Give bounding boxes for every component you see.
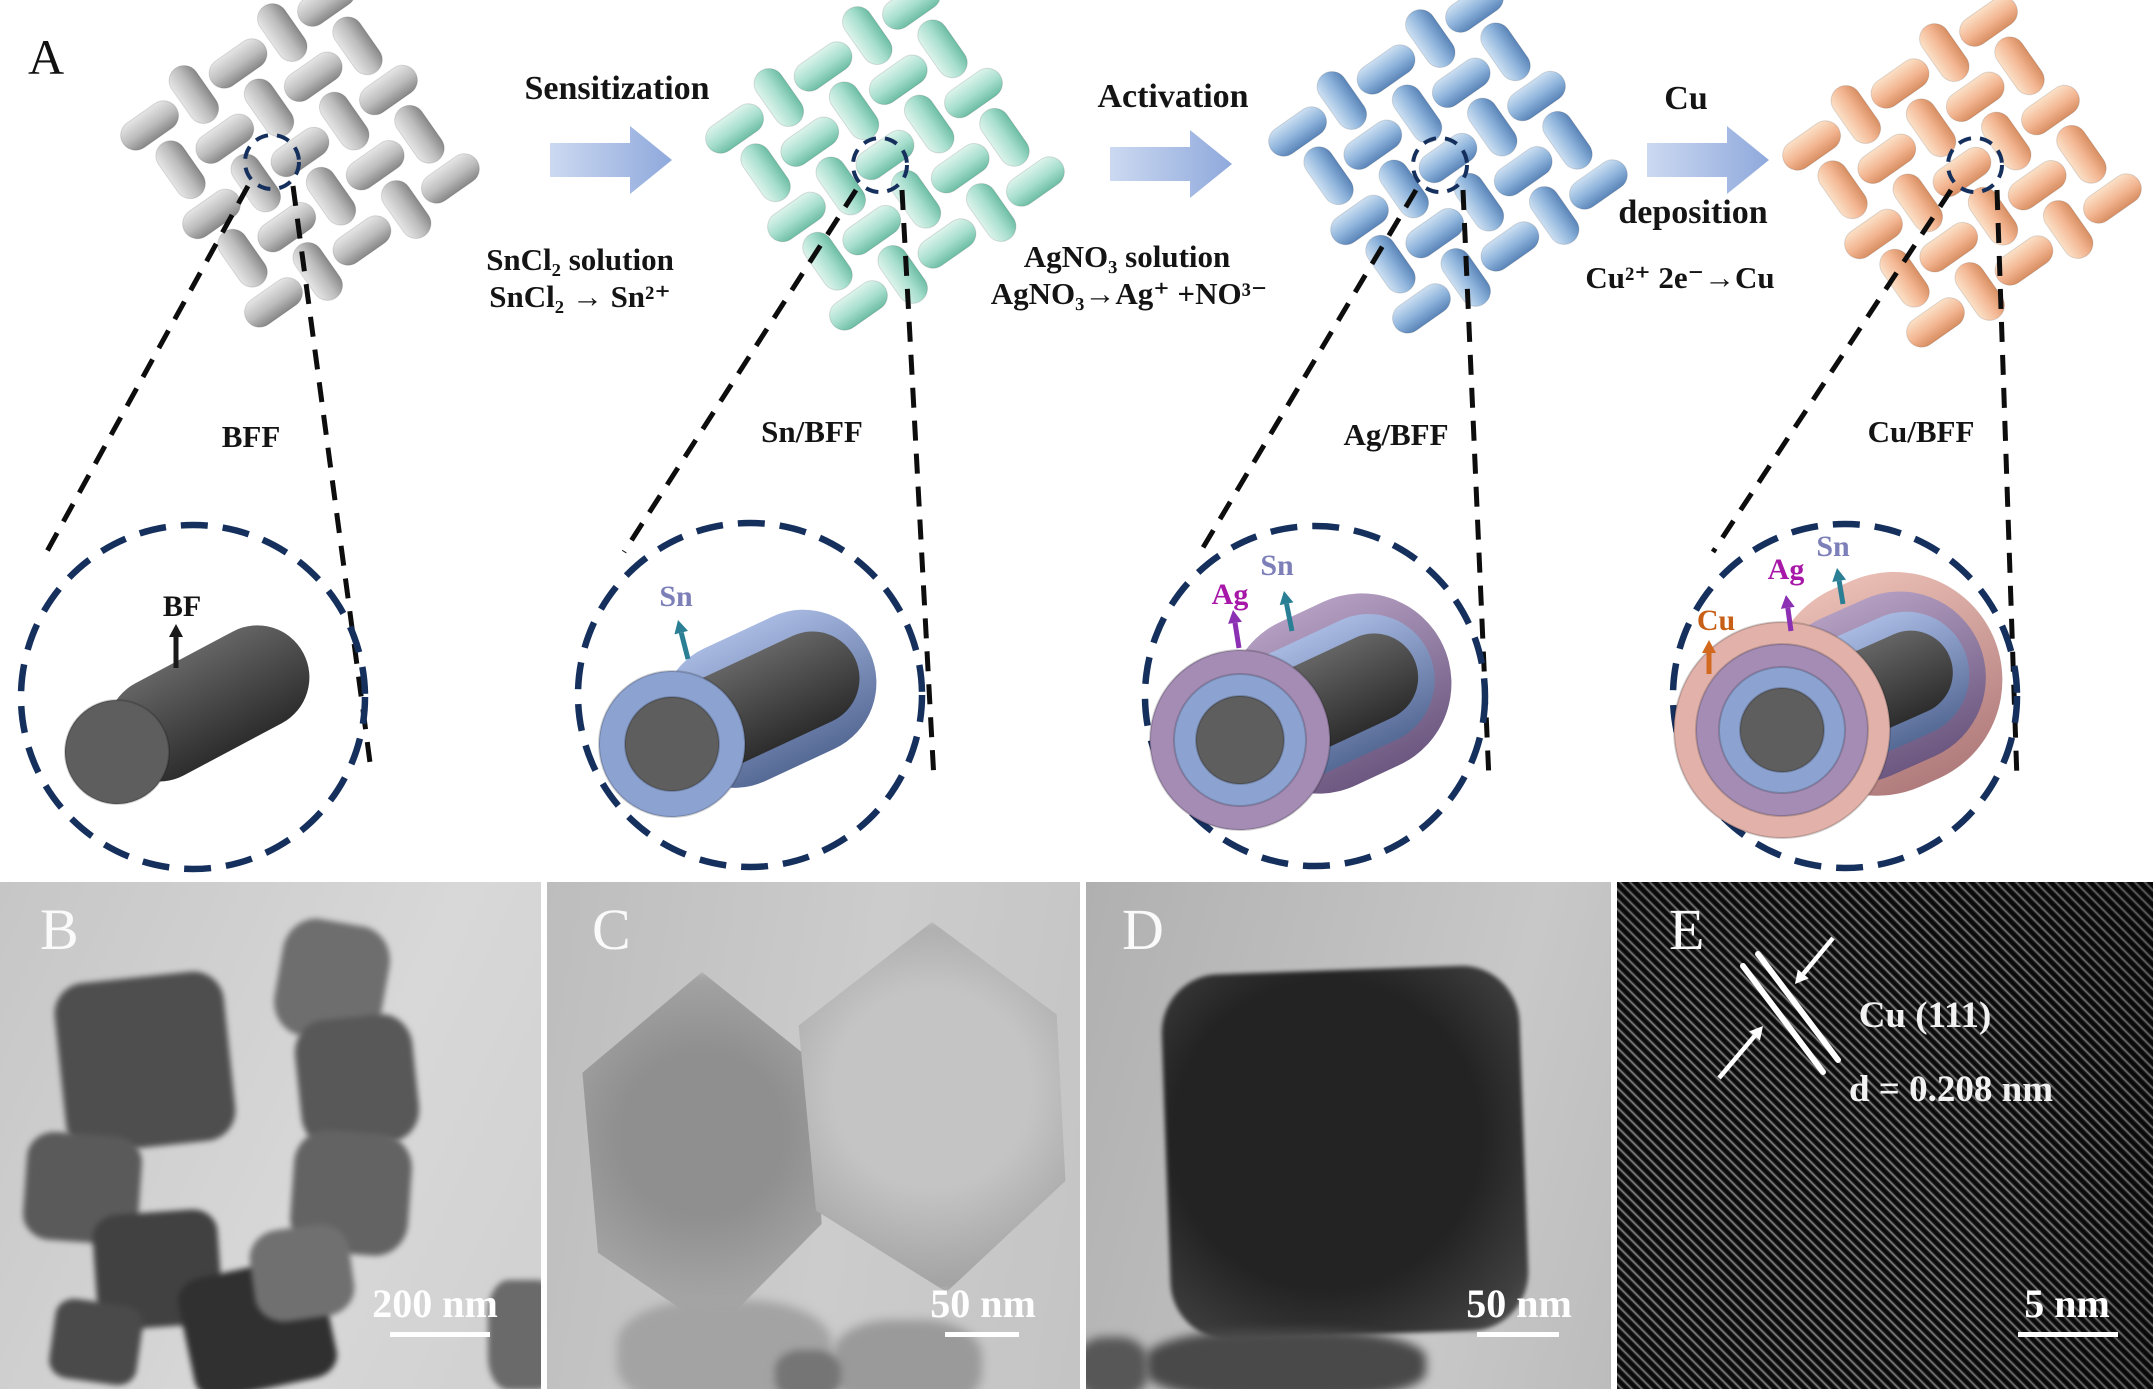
panel-c-label: C bbox=[592, 897, 631, 962]
fabric-weave bbox=[1268, 0, 1628, 334]
process-arrow bbox=[1110, 130, 1232, 198]
step-label-ag-bff: Ag/BFF bbox=[1343, 417, 1449, 452]
fabric-weave bbox=[120, 0, 480, 328]
inset1-bf-label: BF bbox=[162, 590, 202, 623]
magnifier-connector-line bbox=[621, 188, 859, 554]
nanoparticle bbox=[775, 1350, 841, 1389]
zoom-source-circle bbox=[851, 136, 909, 194]
panel-d-label: D bbox=[1122, 897, 1164, 962]
fabric-weave bbox=[705, 0, 1065, 331]
inset-circle bbox=[574, 519, 926, 871]
fiber-cross-section bbox=[1673, 571, 2003, 839]
lattice-pointer-arrow bbox=[1717, 1026, 1763, 1080]
process-1-line1: SnCl₂ solution bbox=[486, 242, 674, 277]
panel-e-label: E bbox=[1669, 897, 1705, 962]
nanoparticle bbox=[1146, 1330, 1426, 1389]
inset-circle bbox=[1669, 520, 2021, 872]
nanoparticle bbox=[798, 922, 1066, 1292]
tem-panel-c: C 50 nm bbox=[547, 882, 1080, 1389]
lattice-annotation bbox=[1717, 936, 1841, 1080]
process-3-subtitle: deposition bbox=[1618, 194, 1768, 231]
process-3-line2: Cu²⁺ 2e⁻→Cu bbox=[1585, 260, 1775, 295]
panel-c-scale-bar bbox=[945, 1332, 1019, 1337]
process-1-line2: SnCl₂ → Sn²⁺ bbox=[489, 279, 671, 314]
magnifier-connector-line bbox=[42, 184, 251, 557]
nanoparticle bbox=[51, 968, 239, 1156]
inset-circle bbox=[1141, 522, 1489, 870]
process-3-title: Cu bbox=[1664, 80, 1708, 117]
tem-panel-b: B 200 nm bbox=[0, 882, 541, 1389]
panel-c-scale-text: 50 nm bbox=[930, 1281, 1036, 1326]
tem-panel-e: E Cu (111) d = 0.208 nm 5 nm bbox=[1617, 882, 2153, 1389]
panel-e-scale-bar bbox=[2018, 1332, 2118, 1337]
inset-label-arrow bbox=[169, 624, 183, 668]
inset-label-arrow bbox=[674, 620, 691, 660]
process-2-line1: AgNO₃ solution bbox=[1023, 239, 1231, 274]
nanoparticle bbox=[582, 972, 822, 1332]
process-schematic bbox=[17, 0, 2142, 873]
panel-d-scale-text: 50 nm bbox=[1466, 1281, 1572, 1326]
zoom-source-circle bbox=[1411, 136, 1469, 194]
inset-label-arrow bbox=[1228, 610, 1242, 649]
fiber-cross-section bbox=[1149, 593, 1452, 831]
inset-label-arrow bbox=[1780, 595, 1795, 632]
magnifier-connector-line bbox=[1710, 188, 1954, 554]
inset4-cu-label: Cu bbox=[1696, 604, 1736, 637]
inset3-sn-label: Sn bbox=[1260, 549, 1294, 582]
process-arrow bbox=[1647, 126, 1769, 194]
nanoparticle bbox=[832, 1320, 982, 1389]
panel-b-label: B bbox=[40, 897, 79, 962]
step-label-bff: BFF bbox=[221, 419, 281, 454]
step-label-cu-bff: Cu/BFF bbox=[1867, 414, 1975, 449]
inset4-ag-label: Ag bbox=[1767, 553, 1805, 586]
process-1-title: Sensitization bbox=[524, 70, 710, 107]
nanoparticle bbox=[246, 1220, 358, 1326]
panel-b-scale-text: 200 nm bbox=[372, 1281, 498, 1326]
fabric-weave bbox=[1782, 0, 2142, 348]
nanoparticle bbox=[291, 1011, 423, 1151]
tem-panel-d: D 50 nm bbox=[1086, 882, 1611, 1389]
inset3-ag-label: Ag bbox=[1211, 578, 1249, 611]
magnifier-connector-line bbox=[1195, 188, 1419, 558]
panel-a-label: A bbox=[28, 29, 65, 85]
fiber-cross-section bbox=[598, 609, 877, 818]
inset2-sn-label: Sn bbox=[659, 580, 693, 613]
zoom-source-circle bbox=[1946, 136, 2004, 194]
panel-b-scale-bar bbox=[390, 1332, 490, 1337]
process-2-title: Activation bbox=[1097, 78, 1249, 115]
panel-e-scale-text: 5 nm bbox=[2024, 1281, 2110, 1326]
nanoparticle bbox=[488, 1280, 541, 1389]
zoom-source-circle bbox=[243, 133, 301, 191]
inset-label-arrow bbox=[1279, 591, 1295, 632]
inset-label-arrow bbox=[1832, 568, 1847, 605]
inset4-sn-label: Sn bbox=[1816, 530, 1850, 563]
fiber-cross-section bbox=[64, 625, 310, 805]
step-label-sn-bff: Sn/BFF bbox=[761, 414, 863, 449]
nanoparticle bbox=[1086, 1337, 1148, 1389]
lattice-plane-label: Cu (111) bbox=[1858, 995, 1992, 1036]
process-arrow bbox=[550, 126, 672, 194]
d-spacing-label: d = 0.208 nm bbox=[1848, 1069, 2054, 1110]
panel-d-scale-bar bbox=[1477, 1332, 1559, 1337]
nanoparticle bbox=[46, 1296, 146, 1388]
inset-label-arrow bbox=[1702, 640, 1716, 674]
lattice-pointer-arrow bbox=[1795, 936, 1835, 984]
inset-circle bbox=[17, 521, 369, 873]
process-2-line2: AgNO₃→Ag⁺ +NO³⁻ bbox=[990, 276, 1268, 311]
